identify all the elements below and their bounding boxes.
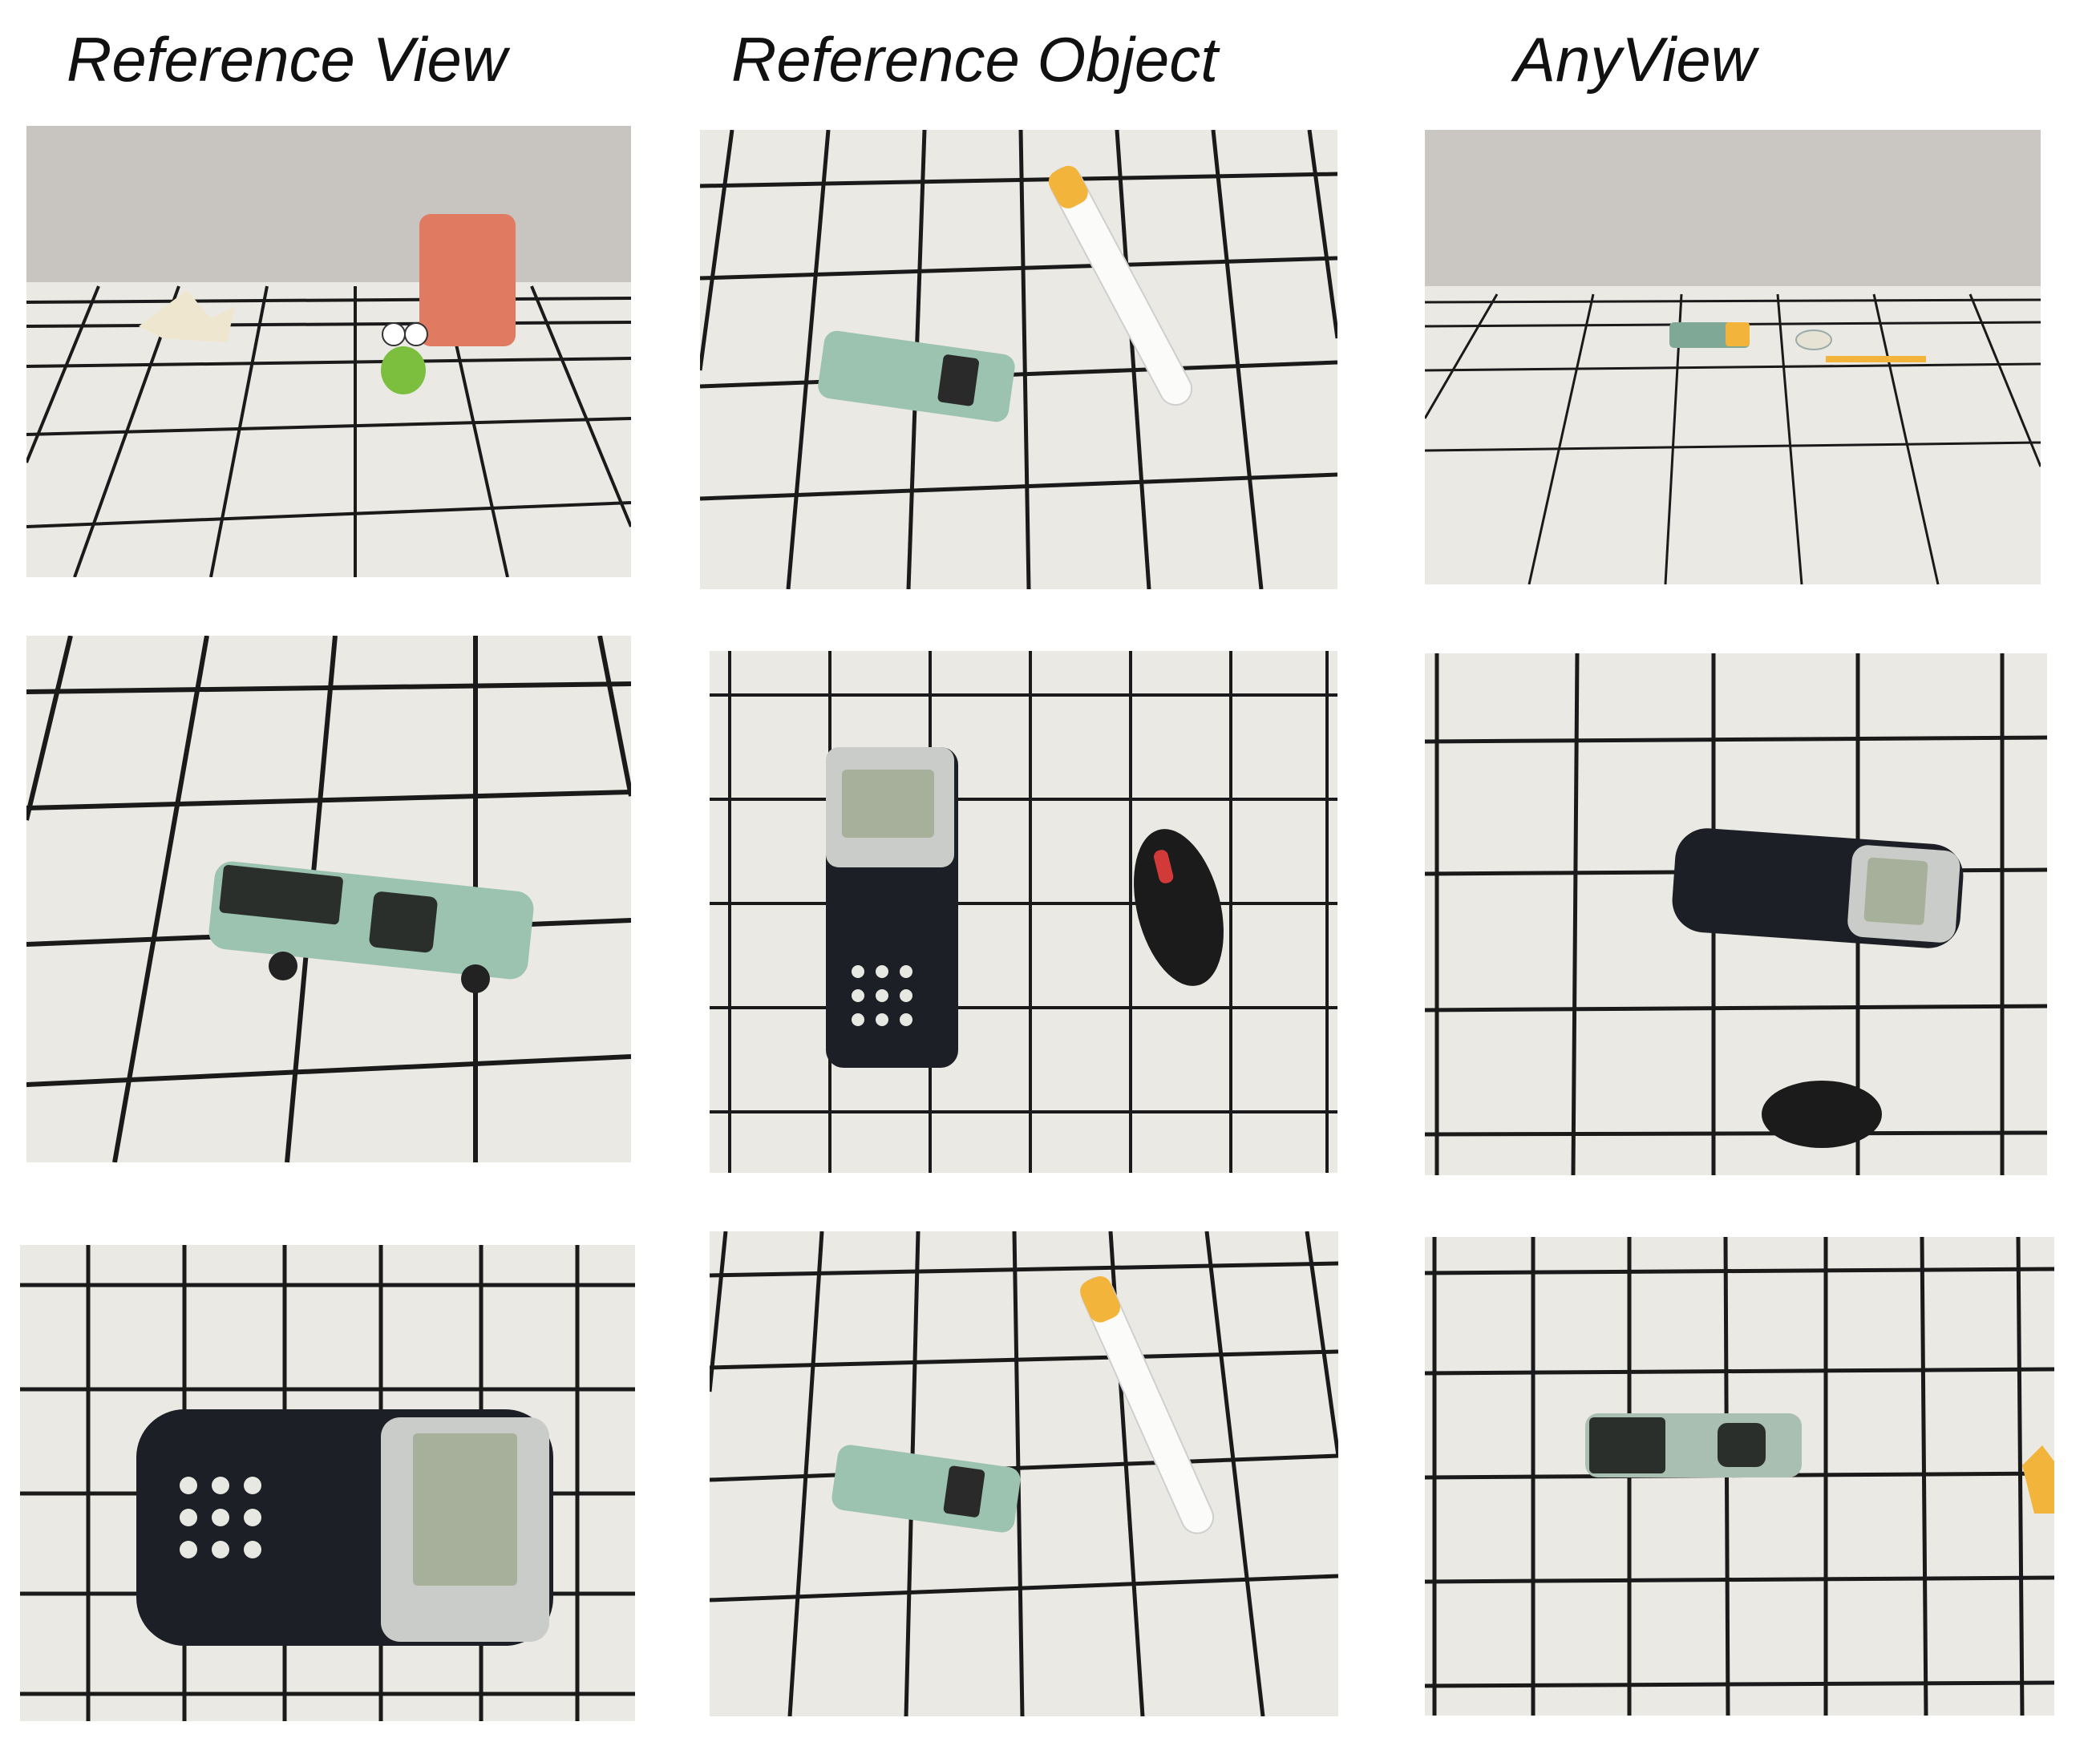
photo-r1-reference-view <box>26 126 631 577</box>
column-title-anyview: AnyView <box>1514 24 1757 95</box>
column-title-reference-view: Reference View <box>67 24 508 95</box>
photo-r1-anyview <box>1425 130 2041 584</box>
photo-r2-anyview <box>1425 653 2047 1175</box>
photo-r3-reference-object <box>710 1231 1338 1716</box>
photo-r2-reference-view <box>26 636 631 1162</box>
photo-r3-reference-view <box>20 1245 635 1721</box>
column-title-reference-object: Reference Object <box>731 24 1218 95</box>
photo-r3-anyview <box>1425 1237 2054 1716</box>
photo-r2-reference-object <box>710 651 1337 1173</box>
photo-r1-reference-object <box>700 130 1337 589</box>
